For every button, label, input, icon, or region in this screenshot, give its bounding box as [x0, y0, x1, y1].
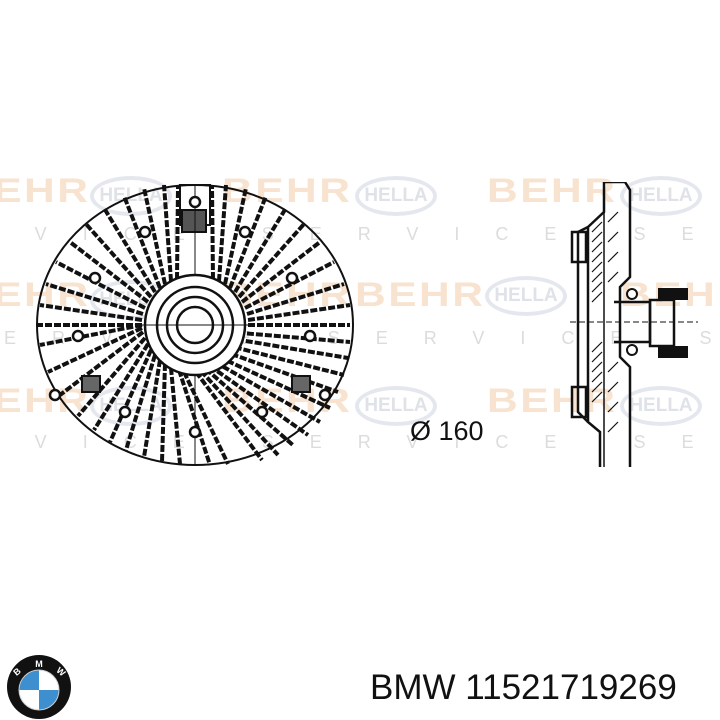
hella-watermark: HELLA	[355, 176, 437, 216]
fan-clutch-side-section	[570, 182, 698, 467]
behr-watermark: BEHR	[355, 276, 486, 314]
hella-watermark: HELLA	[485, 276, 567, 316]
fan-clutch-front-view	[36, 184, 354, 466]
bmw-roundel-icon: M B W	[7, 655, 71, 719]
diameter-label: Ø 160	[410, 416, 484, 446]
part-number-label: BMW 11521719269	[370, 668, 677, 707]
svg-text:B: B	[11, 665, 23, 677]
svg-text:M: M	[35, 659, 43, 669]
